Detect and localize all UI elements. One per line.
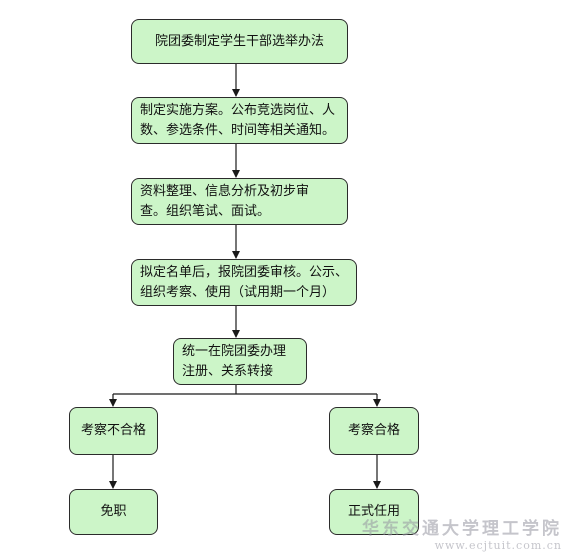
result-appointment-label: 正式任用	[347, 504, 400, 519]
result-dismissal: 免职	[69, 489, 158, 535]
step-registration-line1: 统一在院团委办理	[182, 343, 287, 359]
step-implementation-plan-line2: 数、参选条件、时间等相关通知。	[140, 122, 336, 138]
result-dismissal-label: 免职	[100, 504, 127, 519]
site-watermark: 华东交通大学理工学院 www.ecjtuit.com.cn	[362, 514, 562, 552]
watermark-school-name: 华东交通大学理工学院	[362, 519, 562, 539]
watermark-url: www.ecjtuit.com.cn	[434, 539, 562, 552]
step-election-method: 院团委制定学生干部选举办法	[131, 19, 348, 64]
step-data-review-line2: 查。组织笔试、面试。	[140, 203, 271, 219]
step-registration: 统一在院团委办理 注册、关系转接	[173, 338, 307, 385]
outcome-pass-label: 考察合格	[347, 423, 400, 438]
outcome-pass: 考察合格	[329, 407, 419, 455]
step-implementation-plan: 制定实施方案。公布竞选岗位、人 数、参选条件、时间等相关通知。	[131, 97, 348, 144]
step-shortlist-review-line2: 组织考察、使用（试用期一个月）	[140, 284, 336, 300]
outcome-fail: 考察不合格	[69, 407, 158, 455]
step-registration-line2: 注册、关系转接	[182, 363, 274, 379]
step-implementation-plan-line1: 制定实施方案。公布竞选岗位、人	[140, 102, 336, 118]
step-election-method-label: 院团委制定学生干部选举办法	[154, 33, 324, 49]
step-shortlist-review-line1: 拟定名单后，报院团委审核。公示、	[140, 264, 349, 280]
step-shortlist-review: 拟定名单后，报院团委审核。公示、 组织考察、使用（试用期一个月）	[131, 259, 357, 306]
result-appointment: 正式任用	[329, 489, 419, 535]
step-data-review: 资料整理、信息分析及初步审 查。组织笔试、面试。	[131, 178, 348, 225]
step-data-review-line1: 资料整理、信息分析及初步审	[140, 183, 310, 199]
outcome-fail-label: 考察不合格	[80, 423, 146, 438]
